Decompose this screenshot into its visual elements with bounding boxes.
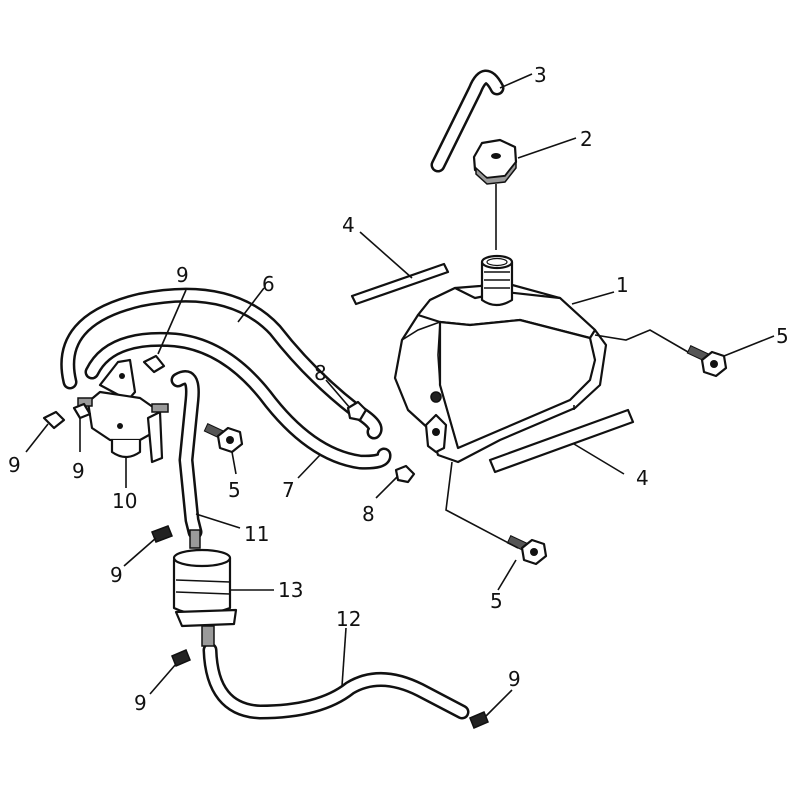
label-part-2: 2: [580, 127, 593, 151]
label-part-9-right: 9: [508, 667, 521, 691]
label-part-11: 11: [244, 522, 269, 546]
hose-lower: [84, 331, 392, 470]
mount-strip-lower: [488, 408, 635, 474]
label-part-13: 13: [278, 578, 303, 602]
clamp-9-valve: [72, 402, 92, 420]
clamp-9-right: [469, 711, 489, 729]
bolt-right: [686, 345, 728, 378]
fuel-filter: [172, 529, 238, 647]
clamp-8-upper: [346, 400, 368, 422]
label-part-9-valve: 9: [72, 459, 85, 483]
fuel-valve: [77, 358, 169, 464]
label-part-5-left: 5: [228, 478, 241, 502]
hose-valve-to-filter: [170, 370, 203, 540]
leader-lines: [25, 73, 775, 717]
hose-filter-outlet: [202, 642, 470, 720]
label-part-8-lower: 8: [362, 502, 375, 526]
label-part-5-right: 5: [776, 324, 789, 348]
fuel-cap: [472, 138, 518, 185]
label-part-10: 10: [112, 489, 137, 513]
callout-labels: 3 2 4 1 5 4 6 9 8 7 8 9 9 10 5 11 9 13 1…: [8, 63, 789, 715]
label-part-5-bottom: 5: [490, 589, 503, 613]
label-part-7: 7: [282, 478, 295, 502]
clamp-9-lower: [171, 649, 191, 667]
mount-strip-upper: [350, 262, 450, 306]
label-part-9-lower: 9: [134, 691, 147, 715]
bolt-left: [203, 423, 244, 454]
label-part-1: 1: [616, 273, 629, 297]
breather-tube: [430, 69, 505, 173]
label-part-6: 6: [262, 272, 275, 296]
bolt-bottom: [506, 535, 548, 566]
label-part-8-upper: 8: [314, 361, 327, 385]
label-part-9-top: 9: [176, 263, 189, 287]
label-part-9-mid: 9: [110, 563, 123, 587]
label-part-4-lower: 4: [636, 466, 649, 490]
fuel-tank: [393, 254, 608, 464]
clamp-9-left: [42, 410, 66, 430]
label-part-4-upper: 4: [342, 213, 355, 237]
label-part-3: 3: [534, 63, 547, 87]
clamp-8-lower: [394, 464, 416, 484]
label-part-12: 12: [336, 607, 361, 631]
label-part-9-left: 9: [8, 453, 21, 477]
clamp-9-top: [142, 354, 166, 374]
